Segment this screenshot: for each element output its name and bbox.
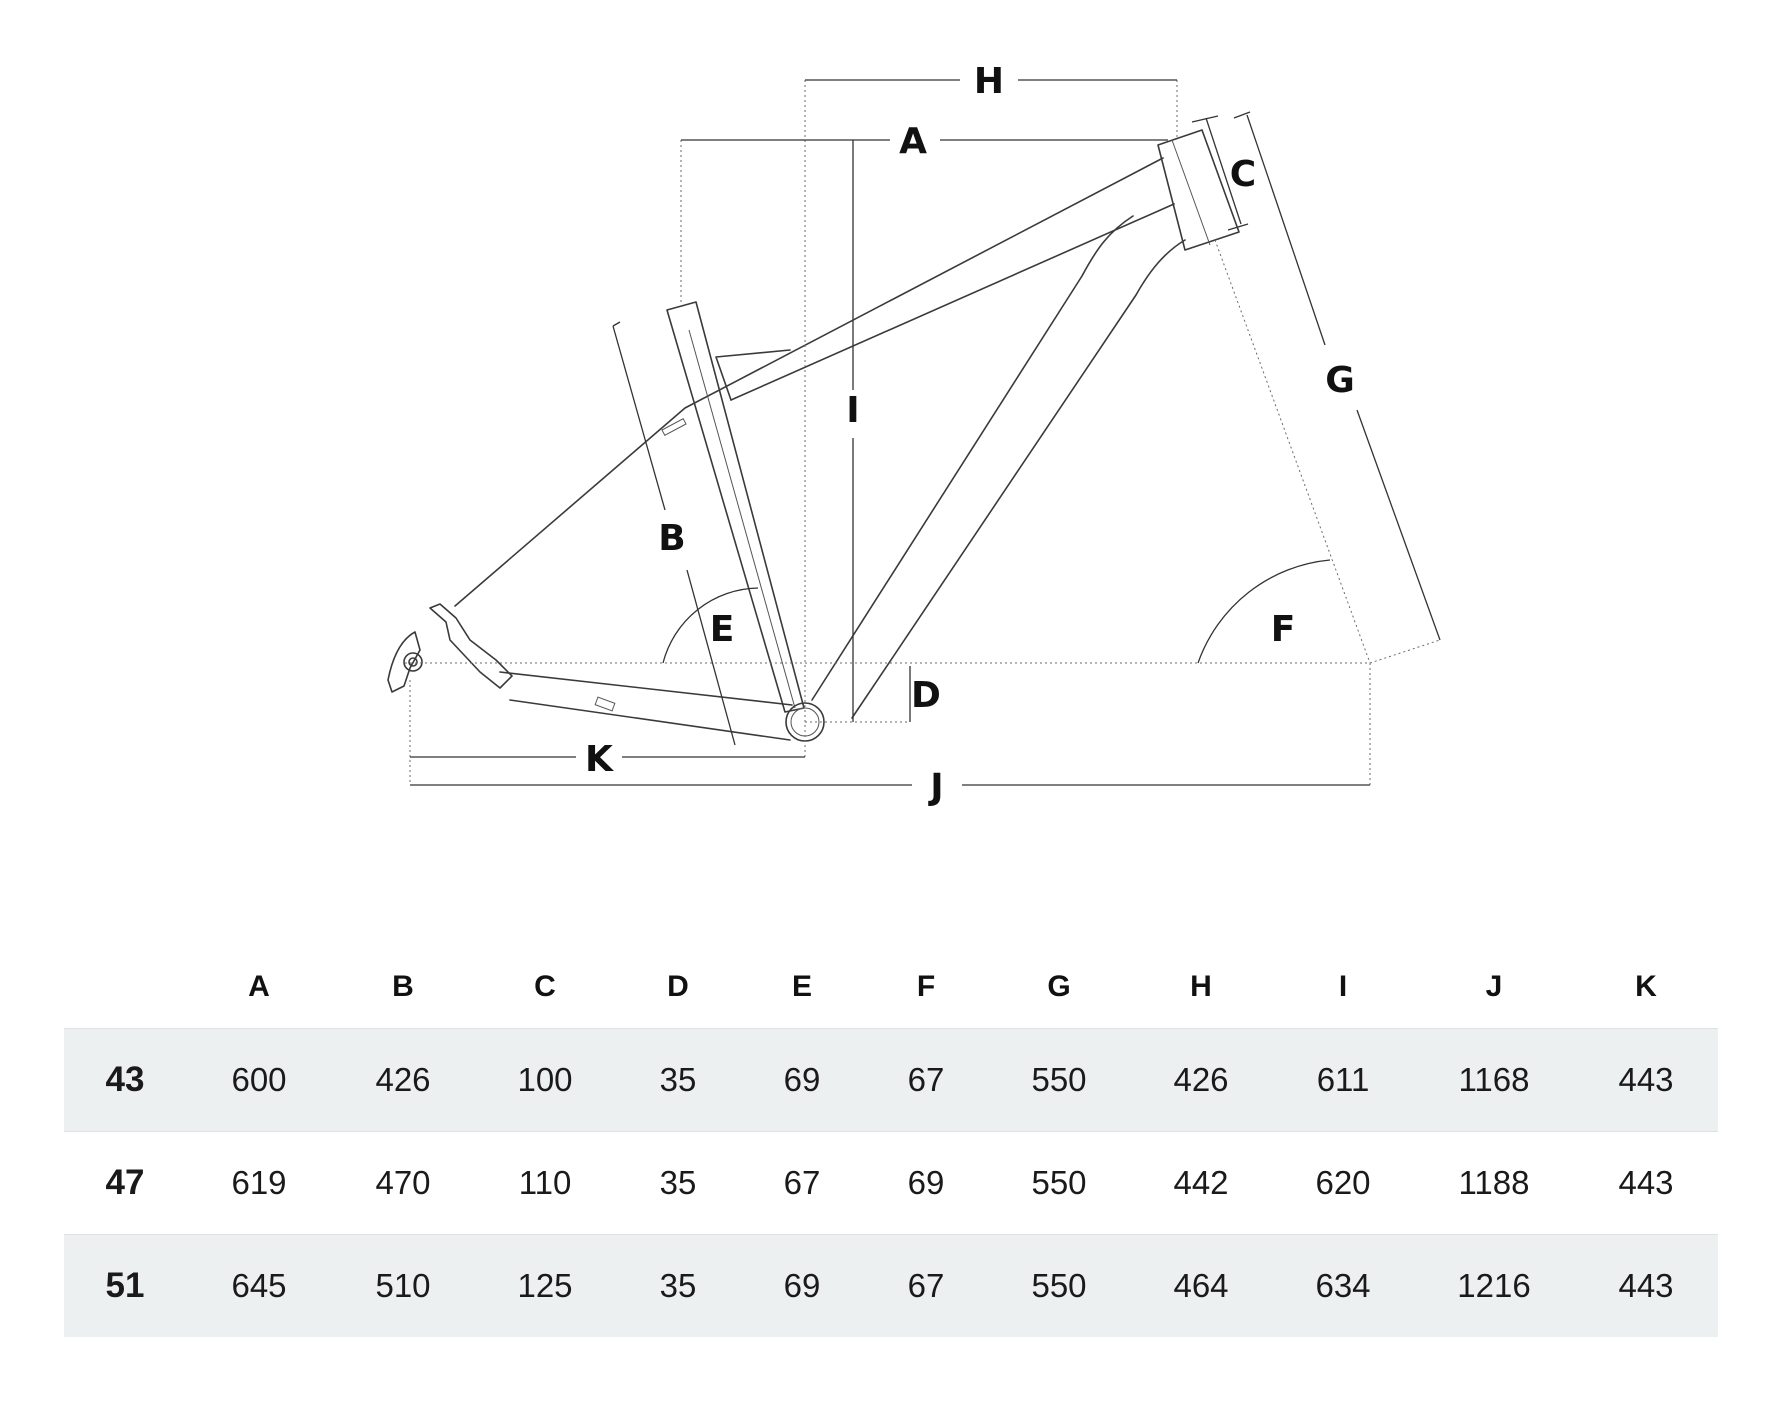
- table-cell: 125: [474, 1234, 616, 1337]
- frame-geometry-diagram: H A C G I B E F: [387, 61, 1441, 808]
- dimension-label-a: A: [899, 121, 927, 162]
- dimension-label-d: D: [911, 675, 941, 716]
- table-header-row: A B C D E F G H I J K: [64, 946, 1718, 1029]
- dimension-e: E: [662, 587, 759, 664]
- table-cell: 611: [1272, 1028, 1414, 1132]
- table-cell: 100: [474, 1028, 616, 1132]
- table-cell: 35: [616, 1131, 740, 1235]
- dimension-h: H: [805, 61, 1177, 102]
- table-cell: 67: [740, 1131, 864, 1235]
- seat-cluster: [715, 349, 791, 401]
- head-tube: [1157, 129, 1240, 251]
- size-cell: 47: [64, 1131, 186, 1235]
- header-f: F: [916, 970, 936, 1003]
- table-row: 47 619 470 110 35 67 69 550 442 620 1188…: [64, 1131, 1718, 1235]
- table-cell: 426: [1130, 1028, 1272, 1132]
- head-tube-axis: [1171, 139, 1211, 246]
- dimension-j: J: [410, 767, 1370, 808]
- dimension-label-k: K: [585, 739, 614, 780]
- rear-axle: [403, 652, 423, 672]
- header-a: A: [248, 970, 270, 1003]
- table-cell: 645: [186, 1234, 332, 1337]
- dimension-label-h: H: [974, 61, 1004, 102]
- table-cell: 35: [616, 1028, 740, 1132]
- table-cell: 1216: [1414, 1234, 1574, 1337]
- table-cell: 550: [988, 1234, 1130, 1337]
- dimension-label-b: B: [658, 518, 685, 559]
- table-cell: 110: [474, 1131, 616, 1235]
- dimension-b: B: [612, 321, 736, 746]
- dimension-a: A: [681, 121, 1168, 162]
- derailleur-hanger: [387, 631, 421, 693]
- table-cell: 1168: [1414, 1028, 1574, 1132]
- dimension-label-f: F: [1271, 609, 1296, 650]
- table-cell: 69: [740, 1028, 864, 1132]
- table-cell: 1188: [1414, 1131, 1574, 1235]
- table-cell: 443: [1574, 1234, 1718, 1337]
- table-cell: 600: [186, 1028, 332, 1132]
- header-g: G: [1047, 970, 1071, 1003]
- table-cell: 35: [616, 1234, 740, 1337]
- dimension-label-e: E: [710, 609, 735, 650]
- table-row: 43 600 426 100 35 69 67 550 426 611 1168…: [64, 1028, 1718, 1132]
- header-b: B: [392, 970, 414, 1003]
- header-size: [64, 946, 186, 1029]
- dimension-c: C: [1191, 115, 1256, 231]
- dimension-label-c: C: [1230, 154, 1256, 195]
- dimension-k: K: [410, 739, 805, 780]
- table-cell: 470: [332, 1131, 474, 1235]
- header-j: J: [1485, 970, 1503, 1003]
- dimension-label-i: I: [846, 390, 859, 431]
- table-cell: 620: [1272, 1131, 1414, 1235]
- chain-stay-top: [499, 671, 793, 706]
- table-cell: 443: [1574, 1131, 1718, 1235]
- seat-tube: [666, 301, 805, 713]
- header-d: D: [667, 970, 689, 1003]
- cable-guide: [661, 418, 687, 436]
- header-e: E: [791, 970, 812, 1003]
- table-cell: 634: [1272, 1234, 1414, 1337]
- rear-axle-inner: [408, 657, 418, 667]
- dimension-d: D: [909, 666, 941, 722]
- header-c: C: [534, 970, 556, 1003]
- dimension-g: G: [1233, 111, 1441, 641]
- header-k: K: [1635, 970, 1657, 1003]
- frame-geometry-svg: H A C G I B E F: [387, 61, 1441, 808]
- header-i: I: [1338, 970, 1348, 1003]
- seat-tube-inner: [688, 329, 796, 709]
- chain-stay-bridge: [594, 696, 616, 712]
- table-cell: 69: [740, 1234, 864, 1337]
- table-cell: 619: [186, 1131, 332, 1235]
- g-end-reference: [1369, 639, 1441, 664]
- table-cell: 510: [332, 1234, 474, 1337]
- top-tube: [454, 157, 1164, 607]
- table-cell: 69: [864, 1131, 988, 1235]
- dimension-label-j: J: [927, 767, 943, 808]
- down-tube-upper: [811, 215, 1134, 701]
- steering-axis-reference: [1214, 239, 1371, 664]
- table-cell: 464: [1130, 1234, 1272, 1337]
- rear-dropout: [429, 603, 513, 689]
- table-row: 51 645 510 125 35 69 67 550 464 634 1216…: [64, 1234, 1718, 1337]
- dimension-label-g: G: [1325, 360, 1355, 401]
- dimension-i: I: [846, 140, 860, 722]
- table-cell: 67: [864, 1028, 988, 1132]
- bike-frame-drawing: [387, 129, 1240, 742]
- chain-stay-bottom: [509, 699, 791, 741]
- table-cell: 67: [864, 1234, 988, 1337]
- table-cell: 426: [332, 1028, 474, 1132]
- top-tube-lower: [730, 203, 1175, 401]
- table-cell: 443: [1574, 1028, 1718, 1132]
- down-tube-lower: [851, 239, 1186, 719]
- size-cell: 43: [64, 1028, 186, 1132]
- geometry-table: A B C D E F G H I J K 43 600 426 100 35 …: [64, 946, 1718, 1337]
- table-cell: 550: [988, 1131, 1130, 1235]
- size-cell: 51: [64, 1234, 186, 1337]
- table-cell: 442: [1130, 1131, 1272, 1235]
- table-cell: 550: [988, 1028, 1130, 1132]
- header-h: H: [1190, 970, 1212, 1003]
- dimension-f: F: [1197, 559, 1331, 664]
